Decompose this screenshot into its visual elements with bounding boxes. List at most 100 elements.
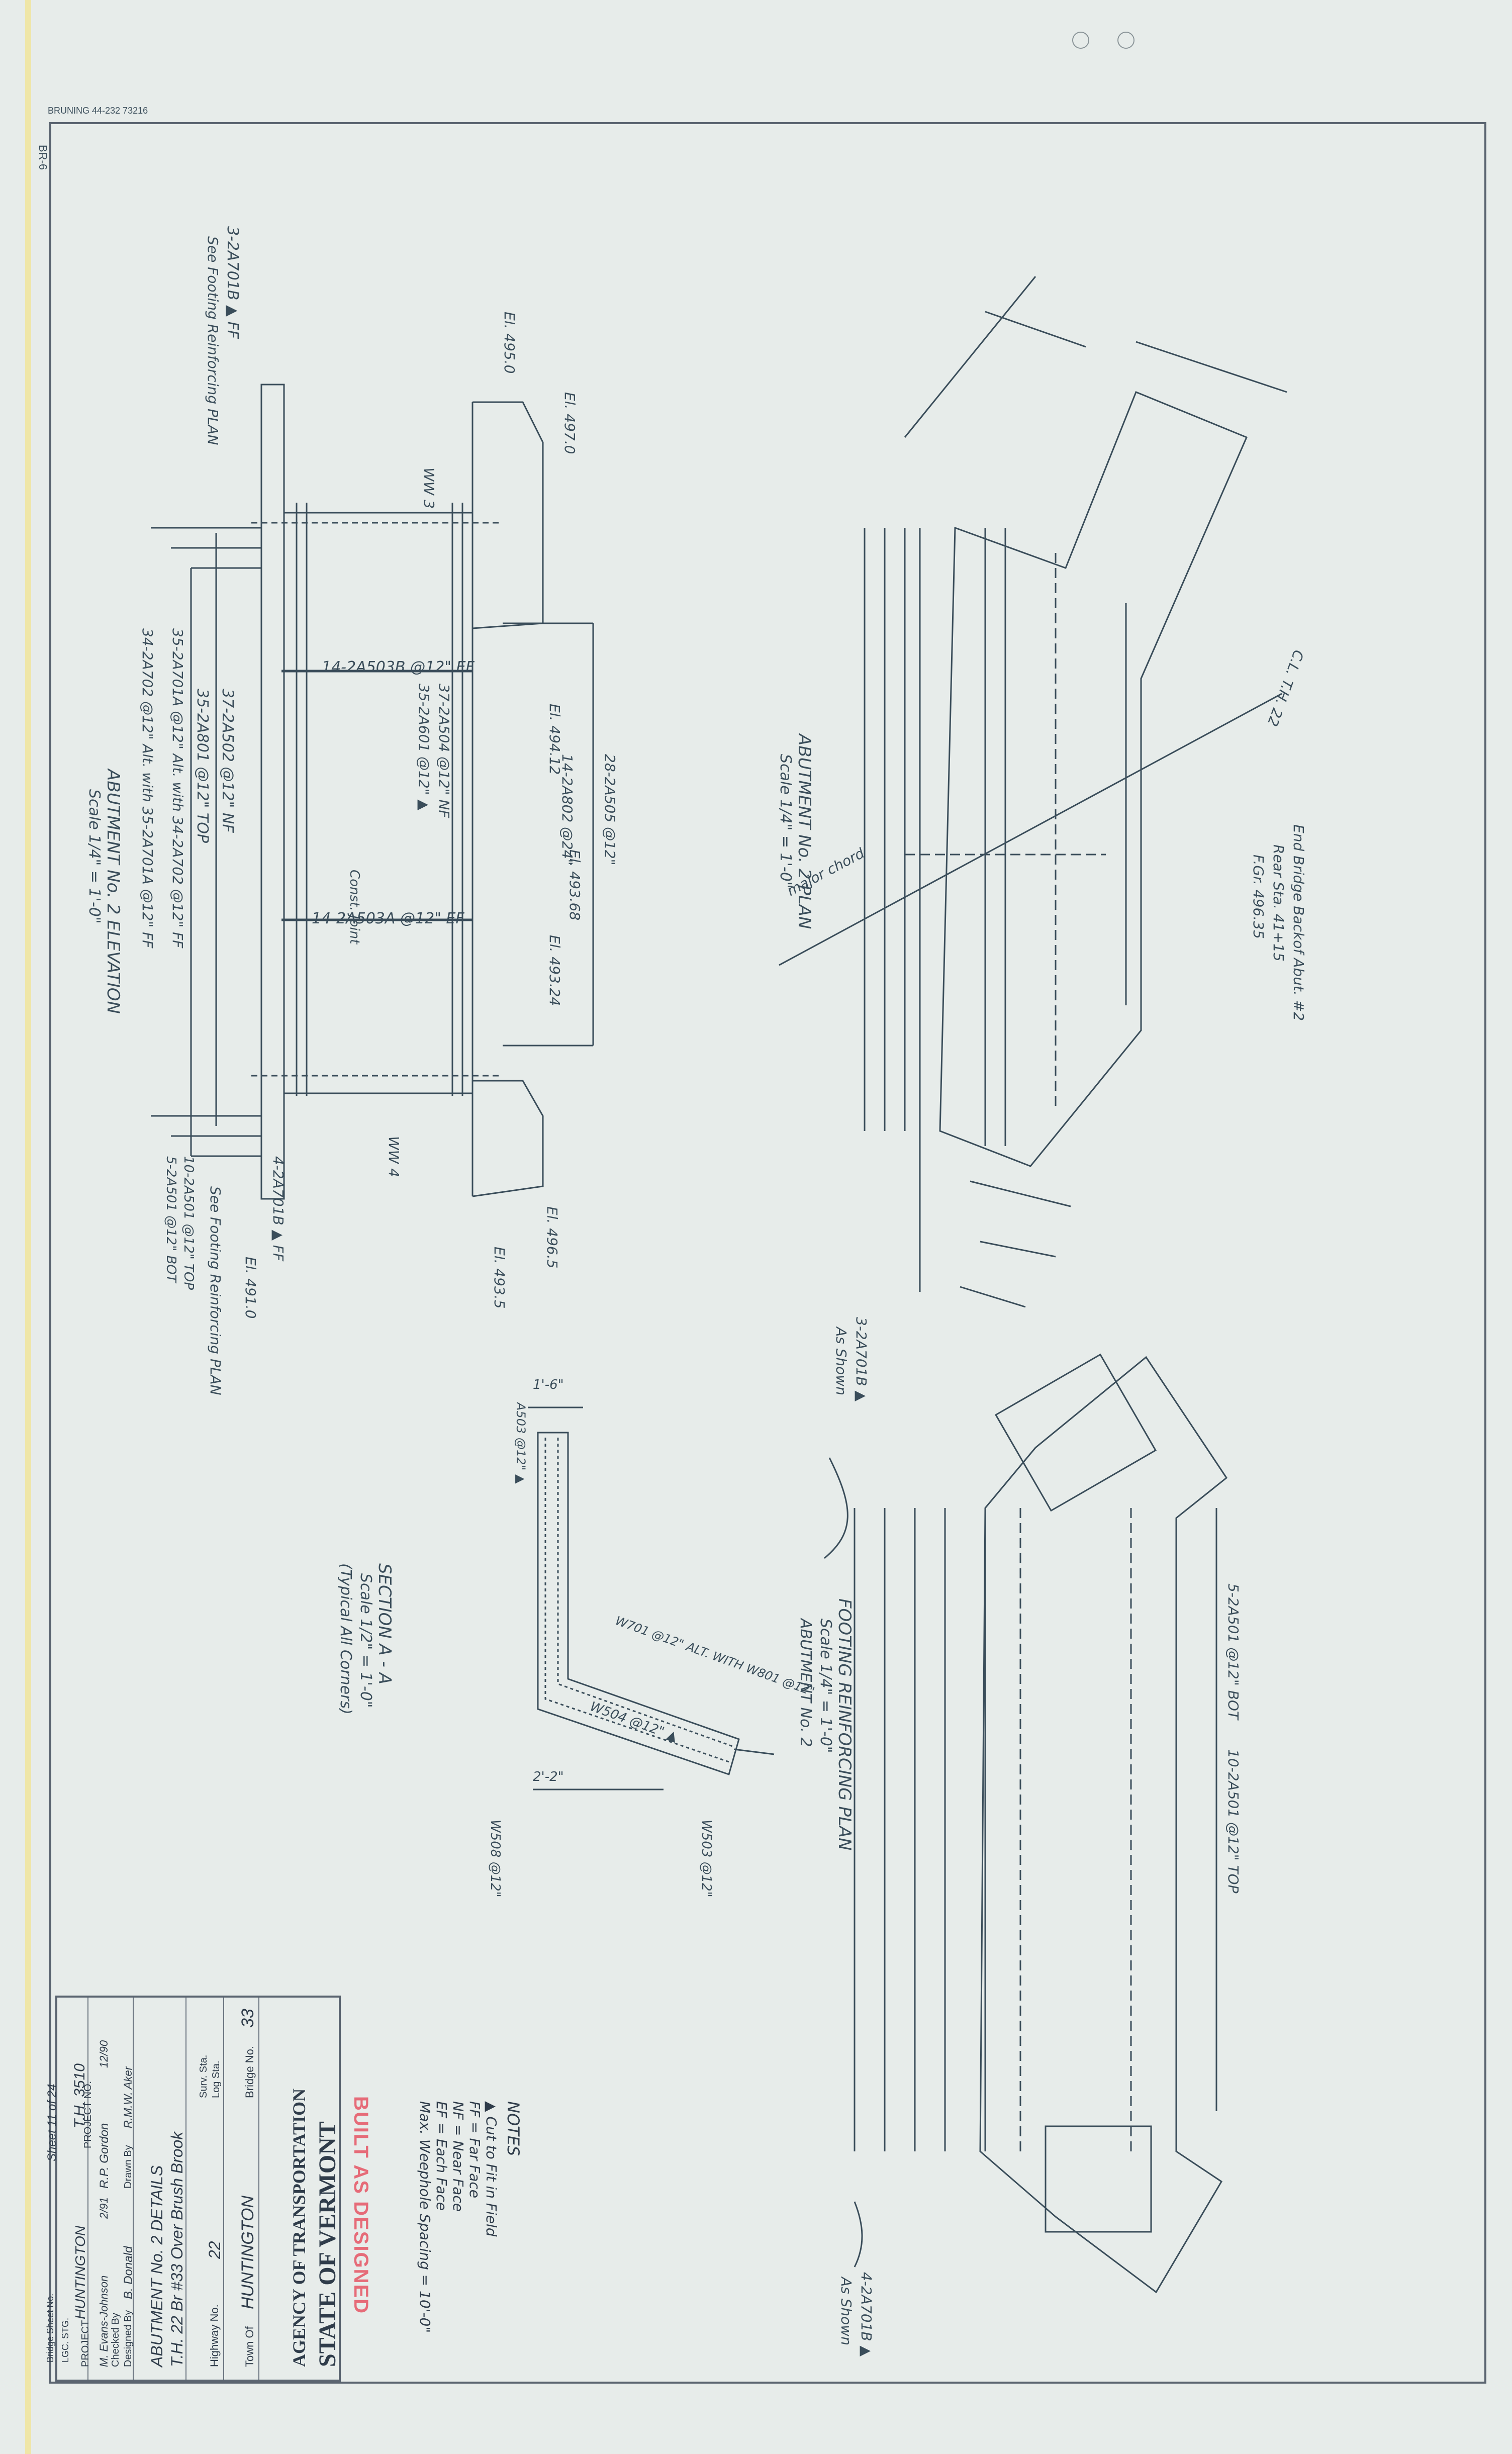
label-dim-1-6: 1'-6" bbox=[533, 1377, 564, 1392]
tb-description2: ABUTMENT No. 2 DETAILS bbox=[148, 2165, 166, 2367]
built-as-designed-stamp: BUILT AS DESIGNED bbox=[350, 2096, 372, 2315]
tb-project-label: PROJECT bbox=[80, 2320, 91, 2367]
label-a503: A503 @12" ▲ bbox=[514, 1402, 528, 1484]
elevation-scale: Scale 1/4" = 1'-0" bbox=[85, 789, 103, 924]
label-w508: W508 @12" bbox=[488, 1820, 503, 1898]
tb-approved-by: R.P. Gordon bbox=[98, 2123, 111, 2189]
tb-project: HUNTINGTON bbox=[72, 2225, 88, 2319]
tb-divider bbox=[223, 1998, 224, 2380]
label-el4935: El. 493.5 bbox=[491, 1247, 508, 1309]
note-item: FF = Far Face bbox=[466, 2101, 483, 2199]
footing-rebar-501-top: 10-2A501 @12" TOP bbox=[1225, 1749, 1242, 1894]
bruning-code: BRUNING 44-232 73216 bbox=[48, 106, 148, 116]
label-w503: W503 @12" bbox=[699, 1820, 714, 1898]
rebar-3-2a701b: 3-2A701B ▲ bbox=[853, 1317, 870, 1401]
end-bridge: End Bridge Backof Abut. #2 bbox=[1290, 824, 1307, 1021]
plan-drawing bbox=[779, 276, 1287, 1308]
label-rebar-505: 28-2A505 @12" bbox=[602, 754, 618, 866]
note-item: NF = Near Face bbox=[450, 2101, 466, 2212]
footing-drawing bbox=[824, 1353, 1228, 2294]
tb-drawn-by-label: Drawn By bbox=[123, 2145, 134, 2189]
as-shown-2: As Shown bbox=[838, 2277, 855, 2345]
elevation-drawing bbox=[151, 384, 594, 1200]
note-item: Max. Weephole Spacing = 10'-0" bbox=[417, 2101, 433, 2333]
label-rebar-802: 14-2A802 @24" bbox=[559, 754, 576, 866]
notes-title: NOTES bbox=[504, 2101, 523, 2156]
label-el4910: El. 491.0 bbox=[242, 1257, 259, 1319]
label-rebar-504: 37-2A504 @12" NF bbox=[436, 684, 452, 818]
tb-drawn-by: R.M.W. Aker bbox=[122, 2066, 134, 2128]
label-rebar-503a: 14-2A503A @12" EF bbox=[312, 910, 464, 927]
label-el4965: El. 496.5 bbox=[544, 1206, 560, 1269]
tb-highway: 22 bbox=[206, 2241, 224, 2259]
label-dim-2-2: 2'-2" bbox=[533, 1769, 564, 1784]
label-el4932: El. 493.24 bbox=[546, 935, 563, 1006]
tb-description1: T.H. 22 Br #33 Over Brush Brook bbox=[168, 2131, 186, 2367]
label-rebar-503b: 14-2A503B @12" EF bbox=[322, 658, 475, 676]
label-rebar-502: 37-2A502 @12" NF bbox=[219, 689, 236, 833]
label-ww3: WW 3 bbox=[421, 467, 437, 509]
tb-approved-date: 12/90 bbox=[98, 2040, 110, 2068]
label-rebar-501-top: 10-2A501 @12" TOP bbox=[181, 1156, 196, 1290]
punch-hole bbox=[1117, 32, 1135, 49]
label-el4970: El. 497.0 bbox=[561, 392, 578, 454]
rebar-4-2a701b: 4-2A701B ▲ bbox=[858, 2272, 875, 2356]
label-rebar-501-bot: 5-2A501 @12" BOT bbox=[163, 1156, 178, 1283]
label-see-footing: See Footing Reinforcing PLAN bbox=[205, 236, 221, 445]
label-const-joint: Const. Joint bbox=[347, 870, 362, 945]
section-title: SECTION A - A bbox=[374, 1563, 395, 1685]
section-drawing bbox=[528, 1406, 775, 1790]
label-see-footing-2: See Footing Reinforcing PLAN bbox=[207, 1186, 224, 1395]
tb-agency: AGENCY OF TRANSPORTATION bbox=[289, 2088, 309, 2367]
plan-title: ABUTMENT No. 2 PLAN bbox=[794, 734, 814, 929]
label-el4950: El. 495.0 bbox=[501, 312, 518, 374]
tb-checked-by-label: Checked By bbox=[110, 2313, 121, 2367]
tb-project-no: T.H. 3510 bbox=[71, 2063, 88, 2128]
tb-checked-date: 2/91 bbox=[98, 2197, 110, 2219]
tb-divider bbox=[87, 1998, 88, 2380]
tb-divider bbox=[185, 1998, 186, 2380]
tb-sheet-no: Sheet 11 of 24 bbox=[45, 2084, 59, 2161]
tb-lgc-label: LGC. STG. bbox=[60, 2317, 70, 2363]
note-item: EF = Each Face bbox=[433, 2101, 450, 2211]
tb-bridge-no: 33 bbox=[238, 2009, 257, 2028]
label-ww4: WW 4 bbox=[386, 1136, 402, 1178]
tb-bridge-no-label: Bridge No. bbox=[243, 2046, 256, 2098]
elevation-title: ABUTMENT No. 2 ELEVATION bbox=[103, 769, 123, 1014]
footing-scale: Scale 1/4" = 1'-0" bbox=[817, 1619, 834, 1753]
tb-divider bbox=[258, 1998, 259, 2380]
tb-log-sta-label: Log Sta. bbox=[211, 2060, 222, 2098]
section-scale: Scale 1/2" = 1'-0" bbox=[357, 1573, 374, 1708]
tb-designed-by-label: Designed By bbox=[123, 2310, 134, 2367]
tb-surv-sta-label: Surv. Sta. bbox=[198, 2054, 209, 2098]
tb-town: HUNTINGTON bbox=[238, 2195, 257, 2309]
tb-divider bbox=[133, 1998, 134, 2380]
end-fgr: F.Gr. 496.35 bbox=[1250, 855, 1267, 939]
end-sta: Rear Sta. 41+15 bbox=[1270, 844, 1287, 962]
label-rebar-702: 34-2A702 @12" Alt. with 35-2A701A @12" F… bbox=[139, 628, 156, 949]
label-rebar-701a: 35-2A701A @12" Alt. with 34-2A702 @12" F… bbox=[169, 628, 186, 949]
sheet-border bbox=[49, 122, 1486, 2384]
plan-scale: Scale 1/4" = 1'-0" bbox=[777, 754, 794, 889]
tb-state: STATE OF VERMONT bbox=[314, 2121, 341, 2367]
title-block: STATE OF VERMONT AGENCY OF TRANSPORTATIO… bbox=[55, 1996, 341, 2382]
tb-sheet-label: Bridge Sheet No. bbox=[45, 2293, 55, 2363]
notes-block: NOTES ▲ Cut to Fit in Field FF = Far Fac… bbox=[417, 2101, 523, 2333]
tb-highway-label: Highway No. bbox=[208, 2304, 221, 2367]
edge-strip bbox=[25, 0, 31, 2454]
label-rebar-top-left: 3-2A701B ▲ FF bbox=[224, 226, 241, 339]
label-rebar-801: 35-2A801 @12" TOP bbox=[194, 689, 211, 843]
footing-rebar-501-bot: 5-2A501 @12" BOT bbox=[1225, 1583, 1242, 1720]
punch-hole bbox=[1072, 32, 1089, 49]
label-rebar-601: 35-2A601 @12" ▲ bbox=[416, 684, 432, 810]
tb-town-label: Town Of bbox=[243, 2326, 256, 2367]
as-shown-1: As Shown bbox=[833, 1327, 849, 1395]
label-rebar-bottom-left: 4-2A701B ▲ FF bbox=[270, 1156, 287, 1262]
footing-title: FOOTING REINFORCING PLAN bbox=[834, 1598, 855, 1851]
section-note: (Typical All Corners) bbox=[337, 1563, 354, 1715]
tb-checked-by: M. Evans-Johnson bbox=[98, 2275, 110, 2367]
tb-designed-by: B. Donald bbox=[122, 2246, 135, 2299]
note-item: ▲ Cut to Fit in Field bbox=[483, 2101, 500, 2237]
